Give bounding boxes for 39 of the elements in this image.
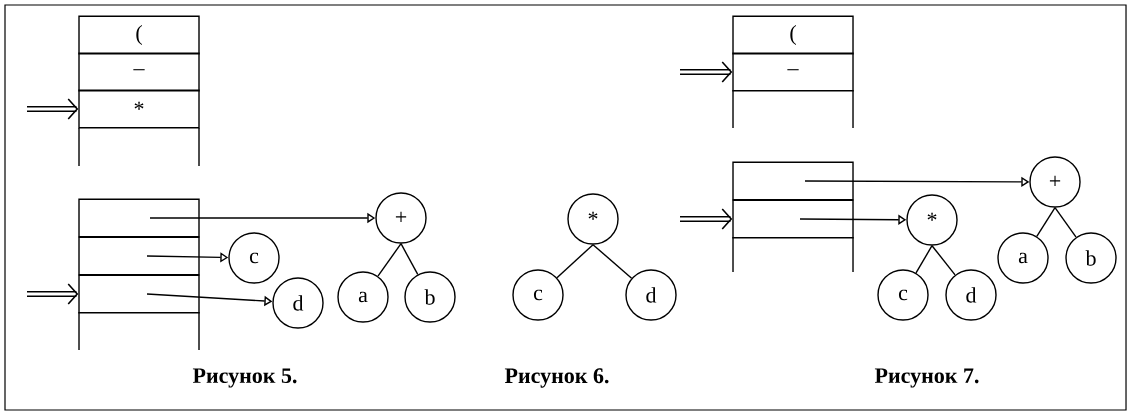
tree-node: d — [945, 269, 997, 321]
figure-caption: Рисунок 6. — [504, 368, 609, 388]
tree-edge — [400, 243, 419, 276]
tree-node: c — [877, 269, 929, 321]
tree-edge — [931, 245, 956, 276]
stack-cell: – — [78, 52, 200, 92]
tree-node: a — [337, 271, 389, 323]
stack-cell: ( — [78, 15, 200, 55]
tree-node: * — [906, 194, 958, 246]
tree-node: + — [1029, 156, 1081, 208]
tree-edge — [377, 243, 402, 277]
tree-node: + — [375, 192, 427, 244]
tree-edge — [1036, 207, 1056, 237]
tree-edge — [915, 245, 933, 274]
double-arrow — [27, 283, 79, 305]
tree-node: b — [404, 271, 456, 323]
stack-cell — [732, 199, 854, 239]
tree-node: * — [567, 193, 619, 245]
stack-cell — [78, 274, 200, 314]
tree-node: c — [512, 269, 564, 321]
double-arrow — [27, 98, 79, 120]
stack-cell — [78, 236, 200, 276]
tree-node: b — [1065, 232, 1117, 284]
figure-caption: Рисунок 7. — [874, 368, 979, 388]
tree-node: c — [228, 232, 280, 284]
double-arrow — [680, 208, 733, 230]
stack-cell: ( — [732, 15, 854, 55]
tree-node: d — [625, 269, 677, 321]
tree-node: d — [272, 277, 324, 329]
tree-edge — [1054, 207, 1077, 238]
tree-edge — [556, 244, 594, 279]
stack-cell — [732, 161, 854, 201]
tree-edge — [592, 244, 633, 279]
stack-cell: * — [78, 89, 200, 129]
stack-cell — [78, 198, 200, 238]
double-arrow — [680, 61, 733, 83]
stack-cell: – — [732, 52, 854, 92]
tree-node: a — [997, 232, 1049, 284]
figure-caption: Рисунок 5. — [192, 368, 297, 388]
